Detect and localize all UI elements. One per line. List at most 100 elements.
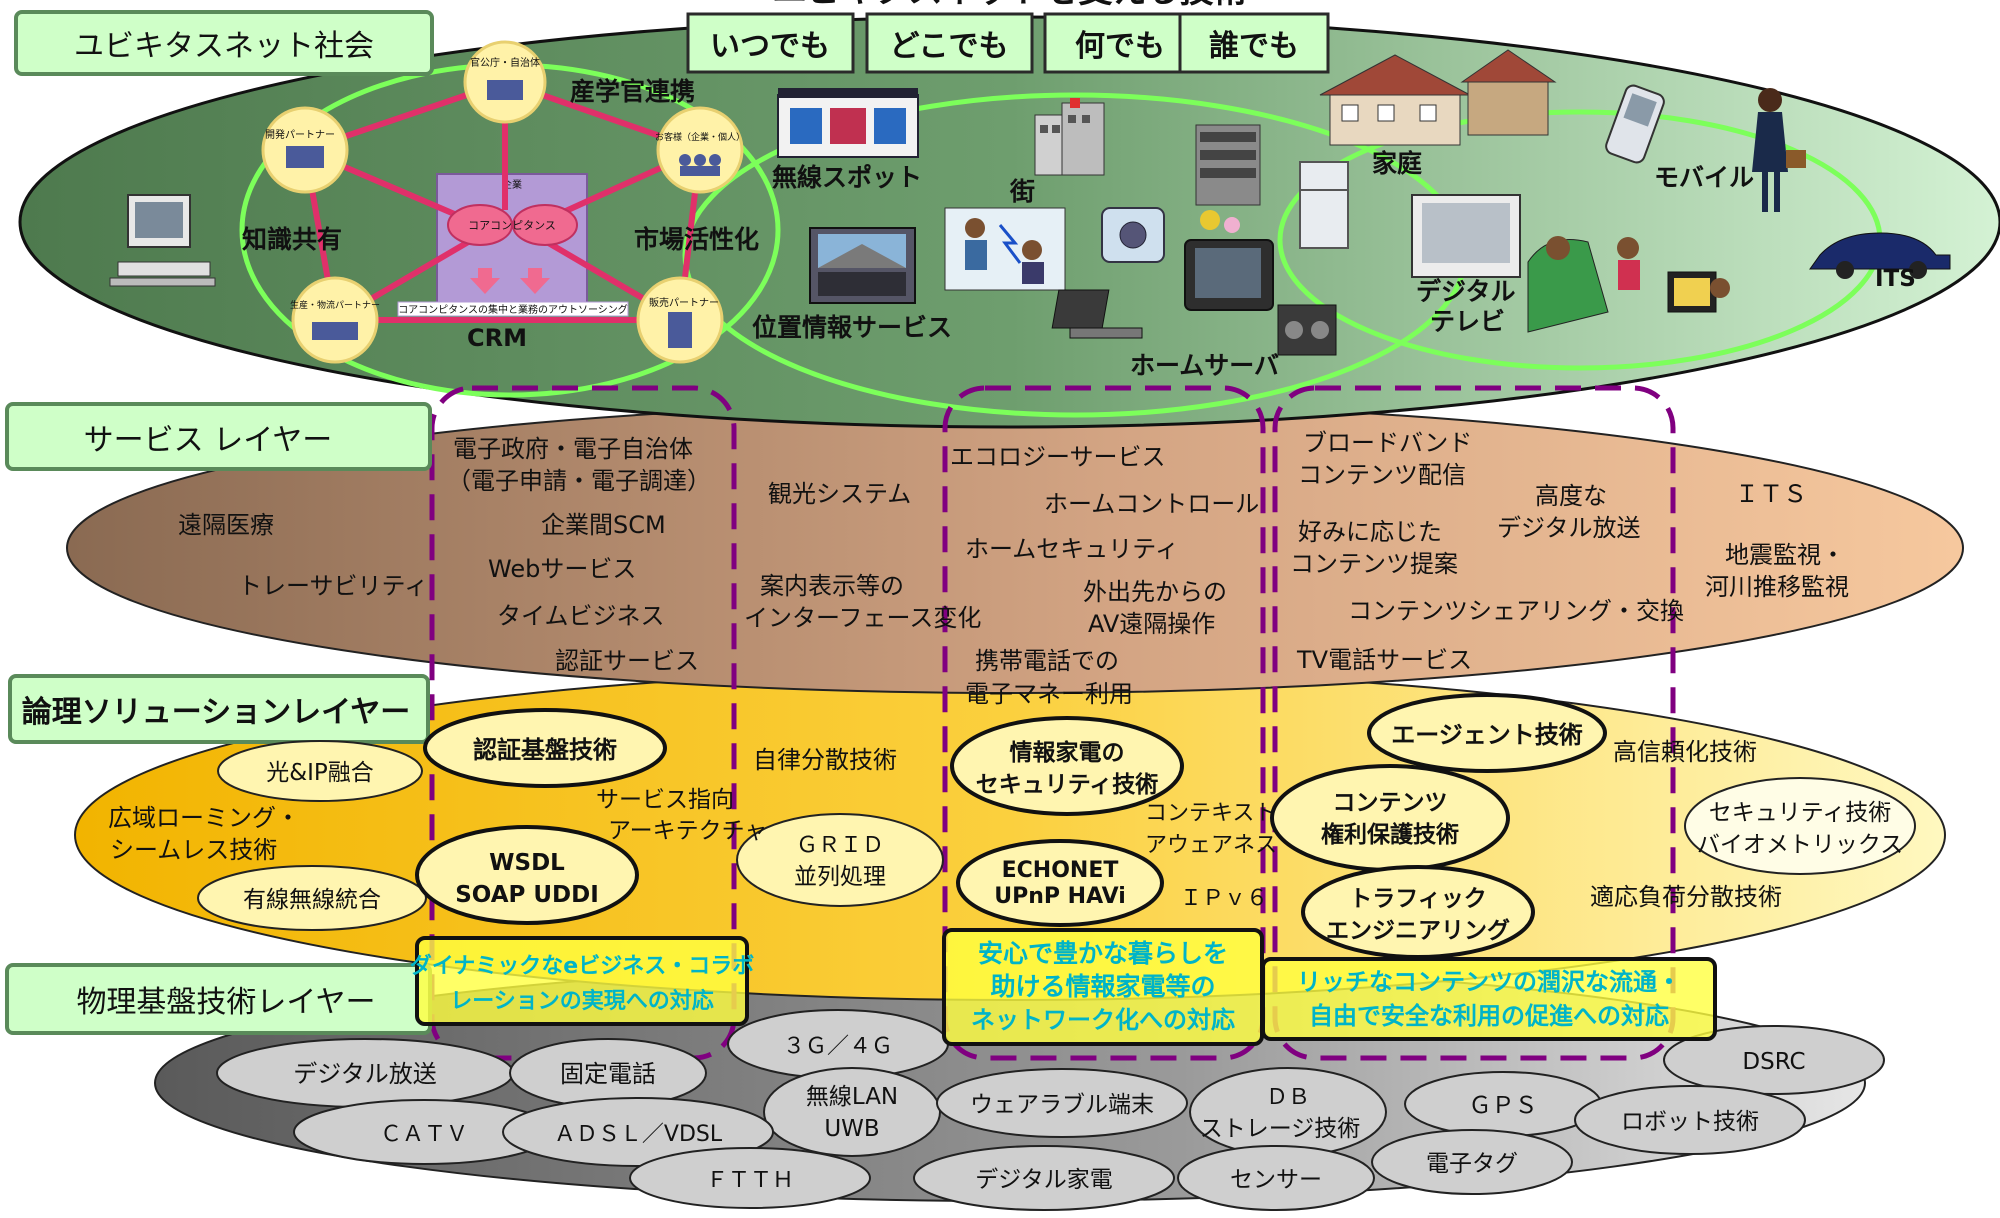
svg-text:販売パートナー: 販売パートナー: [649, 296, 719, 309]
svg-text:ECHONET: ECHONET: [1002, 858, 1119, 883]
service-item: 認証サービス: [555, 647, 699, 675]
core-competence-label: コアコンピタンス: [468, 219, 556, 232]
service-item: インターフェース変化: [744, 604, 981, 632]
logical-items: 光&IP融合 有線無線統合 ＧＲＩＤ 並列処理 セキュリティ技術 バイオメトリッ…: [108, 693, 1916, 959]
physical-items: デジタル放送 固定電話 ３Ｇ／４Ｇ 無線LAN UWB ウェアラブル端末 ＤＢ …: [216, 1009, 1885, 1211]
svg-text:デジタル放送: デジタル放送: [293, 1060, 437, 1088]
service-item: ホームコントロール: [1044, 490, 1259, 518]
outsource-strip-label: コアコンピタンスの集中と業務のアウトソーシング: [398, 303, 628, 316]
physical-oval: DSRC: [1663, 1025, 1885, 1095]
service-item: タイムビジネス: [497, 602, 665, 630]
outsource-arrow-right: [520, 268, 550, 294]
stereo-icon: [1277, 304, 1337, 356]
logical-item: 広域ローミング・: [108, 804, 300, 832]
service-item: AV遠隔操作: [1088, 610, 1215, 638]
service-item: 観光システム: [768, 480, 911, 508]
label-its-scene: ITS: [1875, 266, 1916, 292]
svg-text:開発パートナー: 開発パートナー: [265, 128, 335, 141]
svg-text:助ける情報家電等の: 助ける情報家電等の: [990, 972, 1215, 1001]
label-digital-tv-2: テレビ: [1430, 307, 1505, 336]
family-watching-tv-icon: [1527, 236, 1730, 333]
label-home-server: ホームサーバ: [1130, 351, 1279, 380]
svg-text:電子タグ: 電子タグ: [1426, 1151, 1518, 1177]
label-chishiki: 知識共有: [242, 225, 342, 254]
logical-item: ＩＰｖ６: [1180, 886, 1268, 911]
svg-text:ロボット技術: ロボット技術: [1621, 1109, 1759, 1135]
label-machi: 街: [1009, 177, 1035, 206]
svg-text:サービス レイヤー: サービス レイヤー: [84, 423, 333, 458]
svg-text:３Ｇ／４Ｇ: ３Ｇ／４Ｇ: [783, 1034, 893, 1059]
service-item: 携帯電話での: [975, 647, 1119, 675]
layer-label-physical: 物理基盤技術レイヤー: [5, 963, 432, 1035]
service-item: 好みに応じた: [1298, 518, 1442, 546]
physical-oval: ＡＤＳＬ／VDSL: [502, 1097, 774, 1167]
svg-text:DSRC: DSRC: [1742, 1049, 1805, 1075]
svg-text:安心で豊かな暮らしを: 安心で豊かな暮らしを: [978, 939, 1228, 968]
outsource-arrow-left: [470, 268, 500, 294]
diagram-title: ユビキタスネットを支える技術: [773, 0, 1248, 11]
tech-oval: セキュリティ技術 バイオメトリックス: [1684, 777, 1916, 875]
physical-oval: デジタル家電: [913, 1145, 1175, 1211]
highlight-box-ebusiness: ダイナミックなeビジネス・コラボ レーションの実現への対応: [410, 936, 754, 1026]
svg-text:デジタル家電: デジタル家電: [975, 1167, 1113, 1193]
svg-text:エージェント技術: エージェント技術: [1391, 721, 1583, 749]
tech-oval-bold: 情報家電の セキュリティ技術: [950, 716, 1184, 816]
svg-text:ＤＢ: ＤＢ: [1266, 1085, 1310, 1110]
svg-text:ＧＲＩＤ: ＧＲＩＤ: [796, 833, 884, 858]
logical-item: 高信頼化技術: [1613, 738, 1757, 766]
svg-text:WSDL: WSDL: [489, 850, 565, 876]
mobile-phone-icon: [1605, 84, 1665, 164]
core-competence-right: [512, 204, 578, 246]
svg-text:トラフィック: トラフィック: [1349, 886, 1487, 912]
svg-text:官公庁・自治体: 官公庁・自治体: [470, 56, 540, 69]
service-item: エコロジーサービス: [950, 443, 1166, 471]
svg-text:リッチなコンテンツの潤沢な流通・: リッチなコンテンツの潤沢な流通・: [1297, 968, 1681, 996]
crt-tv-icon: [1184, 239, 1274, 311]
service-item: 河川推移監視: [1705, 573, 1849, 601]
layer-label-ubiquitous: ユビキタスネット社会: [14, 10, 434, 76]
logical-item: 適応負荷分散技術: [1590, 883, 1782, 911]
svg-text:ＦＴＴＨ: ＦＴＴＨ: [706, 1168, 794, 1193]
label-mobile: モバイル: [1654, 163, 1754, 192]
service-item: TV電話サービス: [1296, 646, 1472, 674]
svg-text:ネットワーク化への対応: ネットワーク化への対応: [971, 1006, 1235, 1034]
keyword-daredemo: 誰でも: [1178, 12, 1330, 74]
label-sangaku: 産学官連携: [570, 77, 695, 106]
svg-text:認証基盤技術: 認証基盤技術: [473, 736, 617, 764]
svg-text:誰でも: 誰でも: [1209, 29, 1299, 64]
svg-text:物理基盤技術レイヤー: 物理基盤技術レイヤー: [76, 985, 375, 1020]
logical-item: サービス指向: [596, 787, 734, 813]
svg-text:ＧＰＳ: ＧＰＳ: [1469, 1093, 1538, 1119]
logical-item: アウェアネス: [1145, 833, 1277, 858]
service-item: 高度な: [1535, 482, 1607, 510]
label-katei: 家庭: [1372, 149, 1422, 178]
service-item: （電子申請・電子調達）: [447, 467, 711, 495]
physical-oval: ウェアラブル端末: [936, 1068, 1188, 1138]
svg-text:光&IP融合: 光&IP融合: [266, 760, 374, 786]
svg-text:お客様（企業・個人）: お客様（企業・個人）: [655, 131, 745, 143]
label-wireless-spot: 無線スポット: [772, 163, 922, 192]
tech-oval-bold: コンテンツ 権利保護技術: [1270, 764, 1510, 872]
svg-text:センサー: センサー: [1230, 1167, 1322, 1193]
logical-item: アーキテクチャ: [608, 818, 767, 844]
top-keywords: いつでも どこでも 何でも 誰でも: [686, 12, 1330, 74]
svg-text:ＡＤＳＬ／VDSL: ＡＤＳＬ／VDSL: [554, 1122, 723, 1147]
svg-text:論理ソリューションレイヤー: 論理ソリューションレイヤー: [22, 695, 411, 730]
house-icon: [1319, 49, 1557, 146]
label-location-service: 位置情報サービス: [752, 313, 952, 342]
svg-text:SOAP UDDI: SOAP UDDI: [455, 882, 599, 908]
svg-text:並列処理: 並列処理: [794, 864, 886, 890]
highlight-box-home: 安心で豊かな暮らしを 助ける情報家電等の ネットワーク化への対応: [942, 928, 1264, 1046]
service-item: ブロードバンド: [1303, 429, 1472, 457]
tech-oval-bold: WSDL SOAP UDDI: [415, 825, 639, 925]
physical-oval: ＦＴＴＨ: [629, 1147, 871, 1209]
svg-text:有線無線統合: 有線無線統合: [243, 887, 381, 913]
service-items: 遠隔医療 トレーサビリティ 電子政府・電子自治体 （電子申請・電子調達） 企業間…: [178, 429, 1849, 708]
digital-tv-icon: [1411, 194, 1521, 278]
svg-text:レーションの実現への対応: レーションの実現への対応: [450, 988, 714, 1014]
node-dev-partner: 開発パートナー: [261, 106, 349, 194]
svg-text:セキュリティ技術: セキュリティ技術: [1709, 800, 1892, 826]
wireless-spot-icon: [777, 88, 919, 158]
logical-item: シームレス技術: [110, 836, 277, 864]
